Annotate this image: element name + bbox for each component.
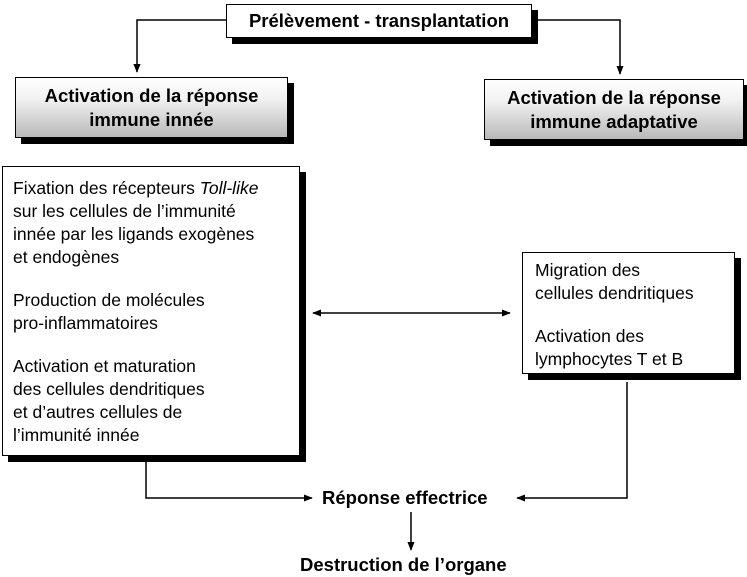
innate-p1-line4: et endogènes	[13, 247, 120, 267]
arrow-title-to-innate	[133, 19, 226, 73]
effector-response-label: Réponse effectrice	[322, 487, 488, 508]
adaptive-response-header: Activation de la réponse immune adaptati…	[484, 79, 744, 140]
adaptive-header-line2: immune adaptative	[530, 110, 698, 132]
arrow-innate-to-effector	[145, 462, 313, 502]
innate-response-box: Fixation des récepteurs Toll-like sur le…	[2, 166, 300, 456]
adaptive-p1-line2: cellules dendritiques	[535, 283, 694, 303]
organ-destruction-label: Destruction de l’organe	[300, 554, 507, 575]
adaptive-response-box: Migration des cellules dendritiques Acti…	[522, 252, 735, 374]
adaptive-p1-line1: Migration des	[535, 260, 641, 280]
adaptive-header-line1: Activation de la réponse	[507, 86, 721, 108]
innate-paragraph-production: Production de molécules pro-inflammatoir…	[13, 289, 289, 335]
adaptive-paragraph-activation: Activation des lymphocytes T et B	[535, 325, 726, 371]
innate-paragraph-activation: Activation et maturation des cellules de…	[13, 355, 289, 447]
innate-p1-line1: Fixation des récepteurs	[13, 178, 200, 198]
toll-like-term: Toll-like	[199, 178, 259, 198]
arrow-adaptive-to-effector	[516, 382, 628, 502]
innate-paragraph-toll-like: Fixation des récepteurs Toll-like sur le…	[13, 177, 289, 269]
innate-p1-line2: sur les cellules de l’immunité	[13, 201, 236, 221]
adaptive-p2-line1: Activation des	[535, 326, 644, 346]
innate-p3-line4: l’immunité innée	[13, 425, 140, 445]
innate-p3-line1: Activation et maturation	[13, 356, 196, 376]
innate-response-header: Activation de la réponse immune innée	[15, 77, 288, 138]
innate-p2-line1: Production de molécules	[13, 290, 205, 310]
adaptive-paragraph-migration: Migration des cellules dendritiques	[535, 259, 726, 305]
innate-header-line1: Activation de la réponse	[44, 84, 259, 106]
adaptive-p2-line2: lymphocytes T et B	[535, 349, 684, 369]
innate-header-line2: immune innée	[89, 108, 214, 130]
innate-p1-line3: innée par les ligands exogènes	[13, 224, 255, 244]
arrow-title-to-adaptive	[532, 19, 624, 75]
transplant-title: Prélèvement - transplantation	[248, 10, 510, 31]
innate-p3-line2: des cellules dendritiques	[13, 379, 205, 399]
innate-p3-line3: et d’autres cellules de	[13, 402, 183, 422]
innate-p2-line2: pro-inflammatoires	[13, 313, 158, 333]
transplant-title-box: Prélèvement - transplantation	[226, 4, 532, 38]
